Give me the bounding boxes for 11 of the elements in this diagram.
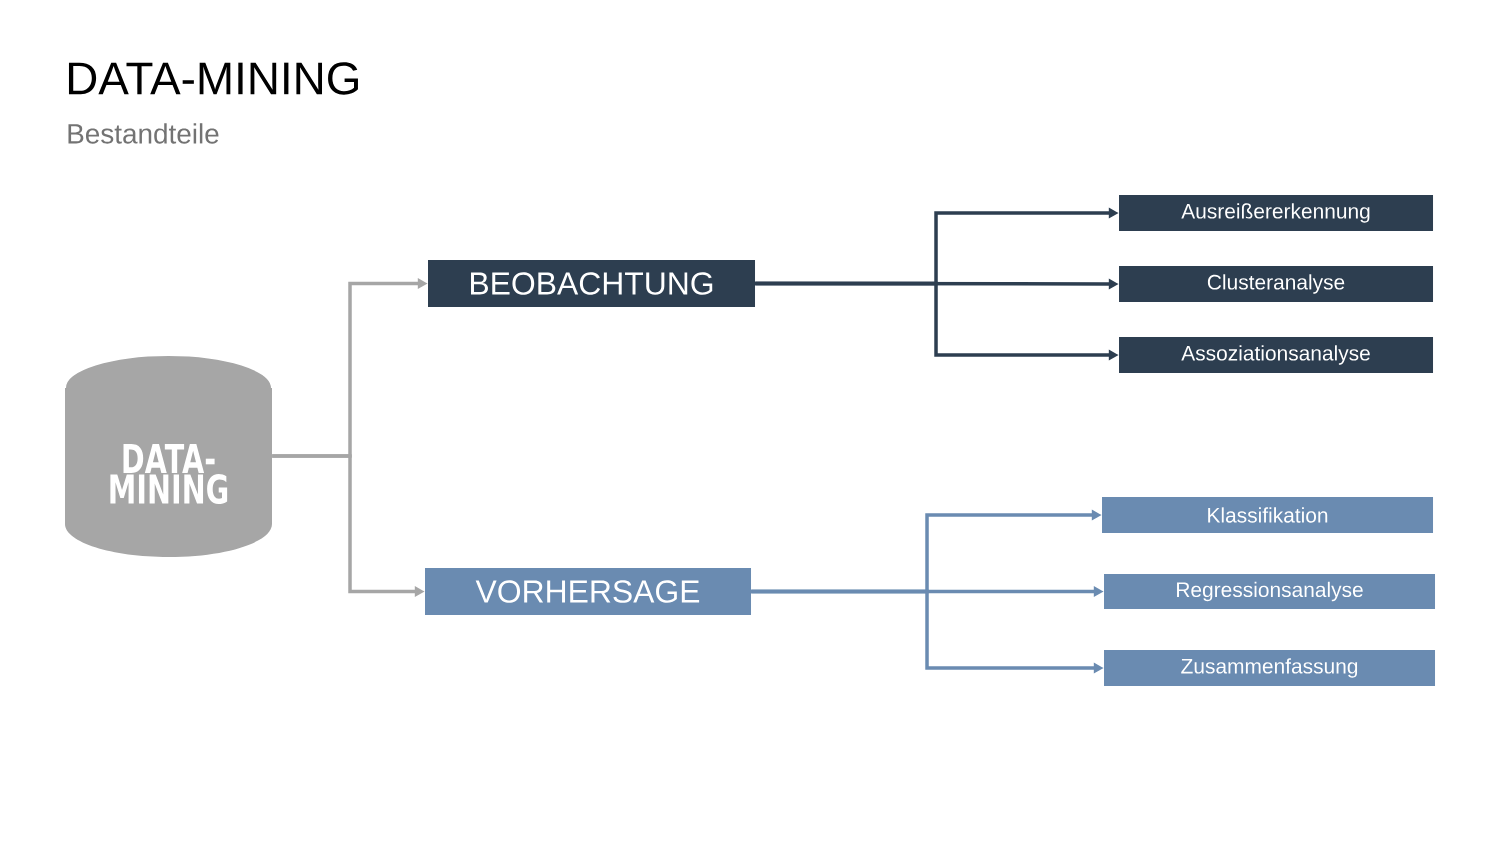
method-box: Regressionsanalyse: [1104, 574, 1435, 609]
subtitle: Bestandteile: [68, 123, 219, 144]
method-box: Assoziationsanalyse: [1119, 337, 1433, 373]
method-box: Ausreißererkennung: [1119, 195, 1433, 231]
category-box: BEOBACHTUNG: [428, 260, 755, 307]
method-box: Klassifikation: [1102, 497, 1433, 533]
method-box: Zusammenfassung: [1104, 650, 1435, 686]
method-box: Clusteranalyse: [1119, 266, 1433, 302]
database-cylinder: DATA- MINING: [64, 354, 273, 557]
title: DATA-MINING: [68, 62, 358, 95]
category-box: VORHERSAGE: [425, 568, 751, 615]
